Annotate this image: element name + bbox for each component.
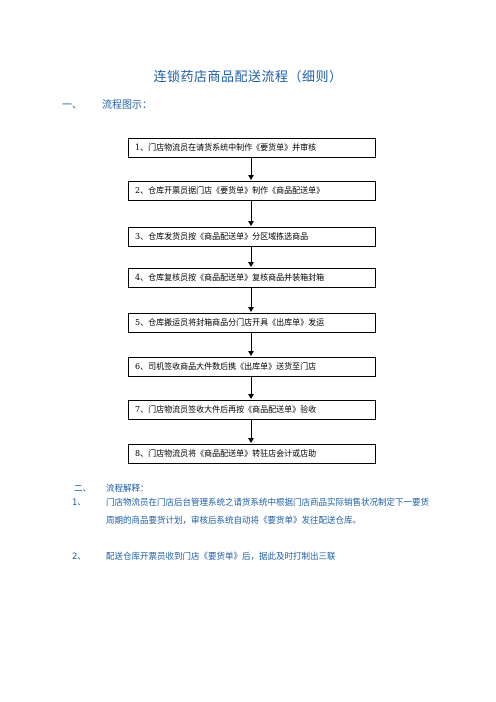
flow-arrow-3 — [248, 247, 254, 267]
flow-step-7: 7、门店物流员签收大件后再按《商品配送单》验收 — [128, 400, 376, 420]
explanation-text-2: 配送仓库开票员收到门店《要货单》后，据此及时打制出三联 — [106, 552, 336, 562]
section-2-label: 流程解释： — [106, 484, 149, 494]
explanation-item-1: 1、 门店物流员在门店后台管理系统之请货系统中根据门店商品实际销售状况制定下一要… — [72, 494, 432, 530]
section-1-number: 一、 — [62, 100, 82, 111]
flow-arrow-7 — [248, 420, 254, 443]
section-2-heading: 二、 流程解释： — [74, 482, 149, 494]
flow-arrow-6 — [248, 377, 254, 399]
flow-step-1: 1、门店物流员在请货系统中制作《要货单》并审核 — [128, 138, 376, 158]
document-title: 连锁药店商品配送流程（细则） — [153, 70, 343, 85]
explanation-number-2: 2、 — [72, 552, 86, 562]
flow-step-8: 8、门店物流员将《商品配送单》转驻店会计或店助 — [128, 444, 376, 464]
flow-step-5: 5、仓库搬运员将封箱商品分门店开具《出库单》发运 — [128, 313, 376, 333]
section-1-label: 流程图示： — [102, 100, 152, 111]
explanation-text-1: 门店物流员在门店后台管理系统之请货系统中根据门店商品实际销售状况制定下一要货周期… — [106, 498, 430, 526]
section-1-heading: 一、 流程图示： — [62, 96, 152, 111]
flow-arrow-1 — [248, 158, 254, 180]
explanation-item-2: 2、 配送仓库开票员收到门店《要货单》后，据此及时打制出三联 — [72, 548, 432, 566]
explanation-number-1: 1、 — [72, 498, 86, 508]
flow-step-3: 3、仓库发货员按《商品配送单》分区域拣选商品 — [128, 227, 376, 247]
section-2-number: 二、 — [74, 484, 92, 494]
flow-step-4: 4、仓库复核员按《商品配送单》复核商品并装箱封箱 — [128, 268, 376, 288]
flow-step-6: 6、司机签收商品大件数后携《出库单》送货至门店 — [128, 357, 376, 377]
flow-step-2: 2、仓库开票员据门店《要货单》制作《商品配送单》 — [128, 181, 376, 201]
flow-arrow-4 — [248, 288, 254, 312]
flow-arrow-5 — [248, 333, 254, 356]
flow-arrow-2 — [248, 201, 254, 226]
